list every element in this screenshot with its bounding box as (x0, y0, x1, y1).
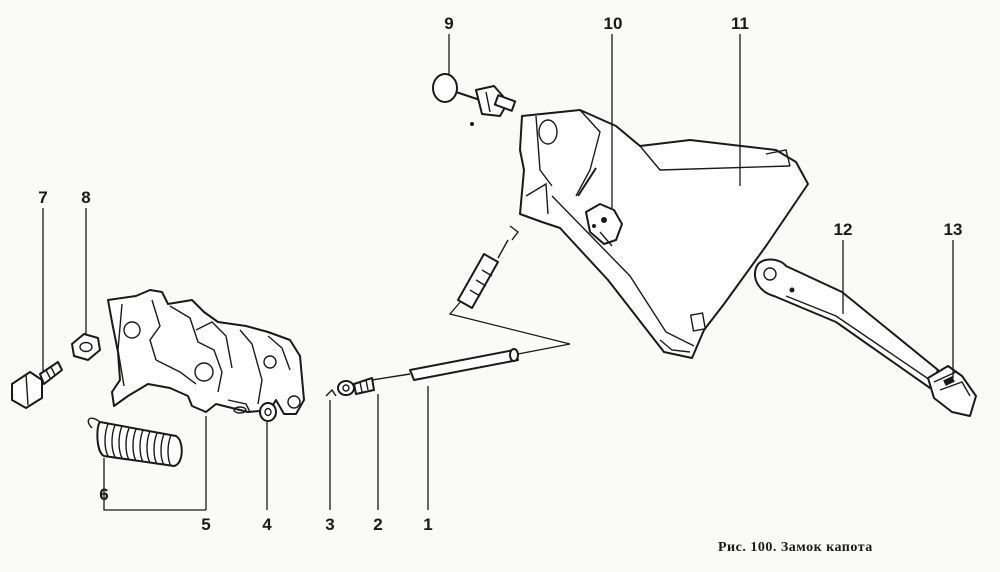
figure-caption: Рис. 100. Замок капота (718, 540, 873, 555)
bolt-part (11, 361, 63, 409)
spring-part (87, 417, 183, 467)
callout-6: 6 (99, 485, 108, 504)
callout-3: 3 (325, 515, 334, 534)
callout-4: 4 (262, 515, 272, 534)
callout-1: 1 (423, 515, 432, 534)
callout-labels: 7 8 9 10 11 12 13 1 2 3 4 5 6 (38, 14, 962, 534)
callout-9: 9 (444, 14, 453, 33)
lock-body-part (107, 289, 305, 415)
washer-part (259, 402, 277, 422)
callout-12: 12 (834, 220, 853, 239)
small-spring-part (457, 225, 519, 309)
striker-pin-part (432, 73, 517, 126)
callout-8: 8 (81, 188, 90, 207)
lever-part (754, 258, 939, 389)
nut-part (71, 333, 101, 361)
callout-7: 7 (38, 188, 47, 207)
callout-10: 10 (604, 14, 623, 33)
callout-13: 13 (944, 220, 963, 239)
clamp-part (585, 203, 623, 247)
cable-assembly-part (325, 348, 519, 397)
leader-lines (42, 34, 954, 511)
callout-11: 11 (731, 14, 749, 33)
callout-2: 2 (373, 515, 382, 534)
handle-part (927, 365, 977, 417)
hood-bracket-part (519, 109, 809, 359)
assembly-guide-line (448, 299, 571, 355)
callout-5: 5 (201, 515, 210, 534)
